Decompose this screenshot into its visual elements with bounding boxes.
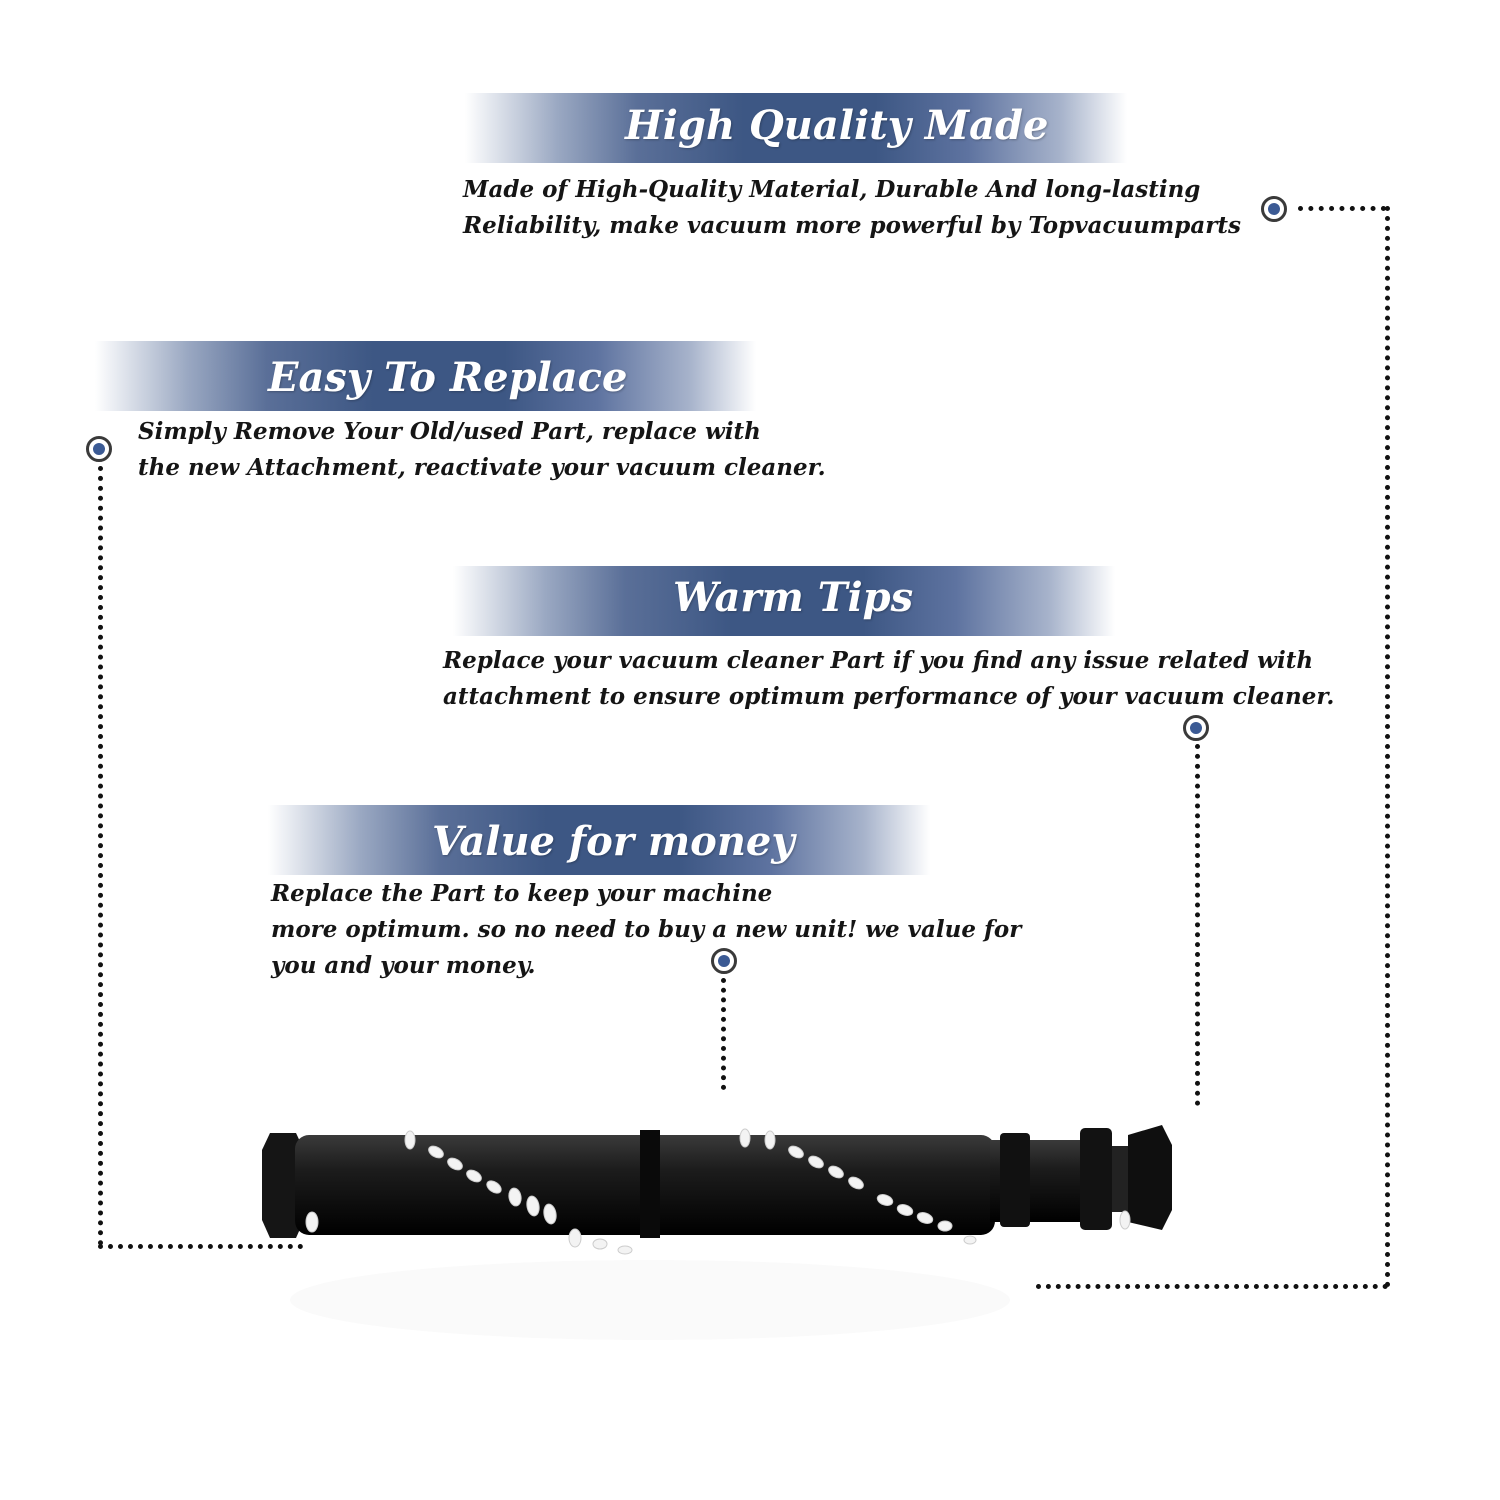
marker-dot-icon: [1183, 715, 1209, 741]
connector-line: [98, 466, 103, 1246]
connector-line: [1036, 1284, 1388, 1289]
description-line: attachment to ensure optimum performance…: [443, 683, 1335, 710]
banner-warm-tips: [453, 566, 1115, 636]
marker-dot-icon: [86, 436, 112, 462]
description-high-quality: Made of High-Quality Material, Durable A…: [463, 172, 1241, 244]
banner-easy-replace: [95, 341, 756, 411]
connector-line: [1298, 206, 1386, 211]
description-line: Replace your vacuum cleaner Part if you …: [443, 647, 1314, 674]
banner-high-quality: [465, 93, 1127, 163]
description-easy-replace: Simply Remove Your Old/used Part, replac…: [138, 414, 826, 486]
heading-warm-tips: Warm Tips: [673, 574, 914, 621]
marker-dot-icon: [711, 948, 737, 974]
banner-value-money: [268, 805, 930, 875]
heading-value-money: Value for money: [432, 818, 795, 865]
description-line: more optimum. so no need to buy a new un…: [271, 916, 1022, 943]
connector-line: [721, 978, 726, 1090]
description-line: you and your money.: [271, 952, 536, 979]
description-value-money: Replace the Part to keep your machine mo…: [271, 876, 1021, 984]
connector-line: [98, 1244, 303, 1249]
description-line: the new Attachment, reactivate your vacu…: [138, 454, 826, 481]
marker-dot-icon: [1261, 196, 1287, 222]
connector-line: [1195, 744, 1200, 1106]
description-line: Reliability, make vacuum more powerful b…: [463, 212, 1241, 239]
description-line: Made of High-Quality Material, Durable A…: [463, 176, 1201, 203]
heading-easy-replace: Easy To Replace: [268, 354, 628, 401]
connector-line: [1385, 206, 1390, 1288]
heading-high-quality: High Quality Made: [625, 102, 1049, 149]
description-warm-tips: Replace your vacuum cleaner Part if you …: [443, 643, 1334, 715]
description-line: Simply Remove Your Old/used Part, replac…: [138, 418, 761, 445]
description-line: Replace the Part to keep your machine: [271, 880, 773, 907]
